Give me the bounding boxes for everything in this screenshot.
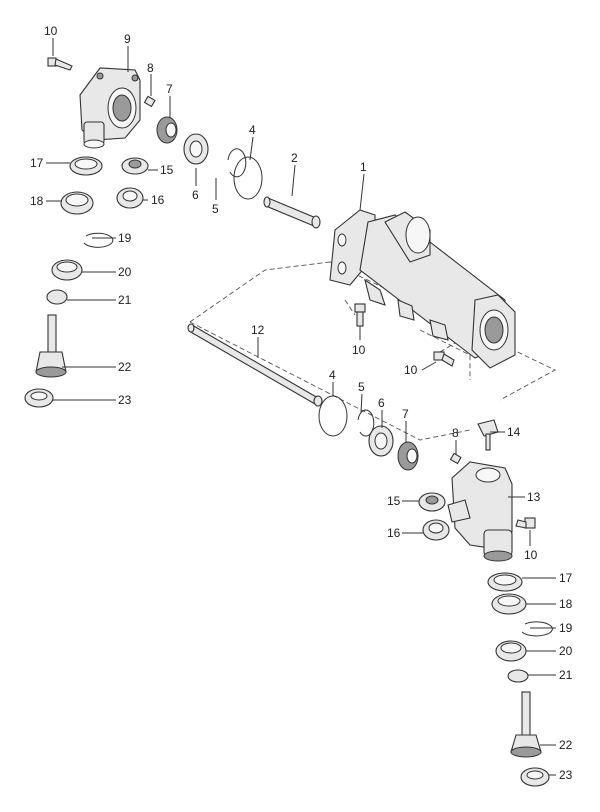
- bevel-gear-7-lower: [397, 441, 419, 471]
- bearing-20-right: [495, 640, 527, 662]
- callout-17: 17: [30, 156, 44, 170]
- callout-4: 4: [329, 368, 336, 382]
- callout-20: 20: [559, 644, 573, 658]
- bolt-10-right: [433, 351, 455, 367]
- callout-6: 6: [378, 396, 385, 410]
- callout-1: 1: [360, 160, 367, 174]
- pin-8-lower: [449, 452, 462, 465]
- callout-16: 16: [387, 526, 401, 540]
- callout-16: 16: [151, 193, 165, 207]
- callout-6: 6: [192, 188, 199, 202]
- callout-5: 5: [212, 202, 219, 216]
- bearing-23-left: [24, 388, 54, 408]
- snap-ring-5-upper: [227, 148, 247, 178]
- leader-lines: [46, 38, 556, 776]
- o-ring-4-lower: [318, 395, 348, 437]
- callout-8: 8: [147, 61, 154, 75]
- bolt-10-middle: [354, 303, 366, 327]
- breather-14: [477, 419, 499, 451]
- shaft-22-right: [510, 691, 542, 758]
- callout-7: 7: [166, 82, 173, 96]
- callout-18: 18: [559, 597, 573, 611]
- callout-5: 5: [358, 380, 365, 394]
- seal-17-right: [487, 572, 523, 592]
- washer-21-left: [46, 289, 68, 305]
- callout-15: 15: [160, 163, 174, 177]
- bearing-6-upper: [183, 133, 209, 165]
- callout-17: 17: [559, 571, 573, 585]
- callout-21: 21: [559, 668, 573, 682]
- shaft-12: [187, 323, 323, 407]
- bolt-10-upper: [47, 57, 73, 71]
- seal-17-left: [69, 156, 103, 176]
- bearing-15-left: [121, 157, 149, 175]
- shaft-22-left: [35, 314, 67, 378]
- o-ring-4-upper: [233, 156, 263, 200]
- callout-4: 4: [249, 123, 256, 137]
- pin-8-upper: [143, 95, 156, 108]
- snap-ring-19-right: [521, 621, 553, 637]
- callout-15: 15: [387, 494, 401, 508]
- bearing-18-left: [60, 191, 94, 215]
- callout-19: 19: [559, 621, 573, 635]
- bearing-23-right: [520, 767, 550, 787]
- callout-14: 14: [507, 425, 521, 439]
- callout-22: 22: [118, 360, 132, 374]
- callout-12: 12: [251, 323, 265, 337]
- callout-13: 13: [527, 490, 541, 504]
- bolt-10-lower: [515, 517, 536, 529]
- callout-23: 23: [559, 768, 573, 782]
- snap-ring-5-lower: [357, 409, 375, 437]
- bearing-20-left: [51, 259, 83, 281]
- bearing-16-left: [116, 187, 144, 209]
- bearing-16-right: [422, 519, 450, 541]
- bevel-gear-7-upper: [156, 116, 178, 144]
- callout-10: 10: [352, 343, 366, 357]
- bearing-6-lower: [368, 425, 394, 457]
- callout-10: 10: [404, 363, 418, 377]
- callout-21: 21: [118, 293, 132, 307]
- callout-10: 10: [524, 548, 538, 562]
- callout-2: 2: [291, 151, 298, 165]
- callout-22: 22: [559, 738, 573, 752]
- callout-18: 18: [30, 194, 44, 208]
- callout-8: 8: [452, 426, 459, 440]
- snap-ring-19-left: [83, 232, 114, 248]
- bearing-15-right: [418, 492, 446, 512]
- upper-gear-housing: [79, 67, 141, 149]
- callout-19: 19: [118, 231, 132, 245]
- callout-20: 20: [118, 265, 132, 279]
- callout-labels: 10 9 8 7 4 2 1 17 15 6 5 18 16 19 20 21 …: [30, 24, 573, 782]
- shaft-2: [263, 196, 321, 229]
- callout-23: 23: [118, 393, 132, 407]
- lower-gear-housing: [447, 461, 513, 562]
- callout-9: 9: [124, 32, 131, 46]
- callout-7: 7: [402, 407, 409, 421]
- bearing-18-right: [491, 593, 527, 615]
- main-tube-housing: [329, 209, 516, 369]
- washer-21-right: [507, 669, 529, 683]
- callout-10: 10: [44, 24, 58, 38]
